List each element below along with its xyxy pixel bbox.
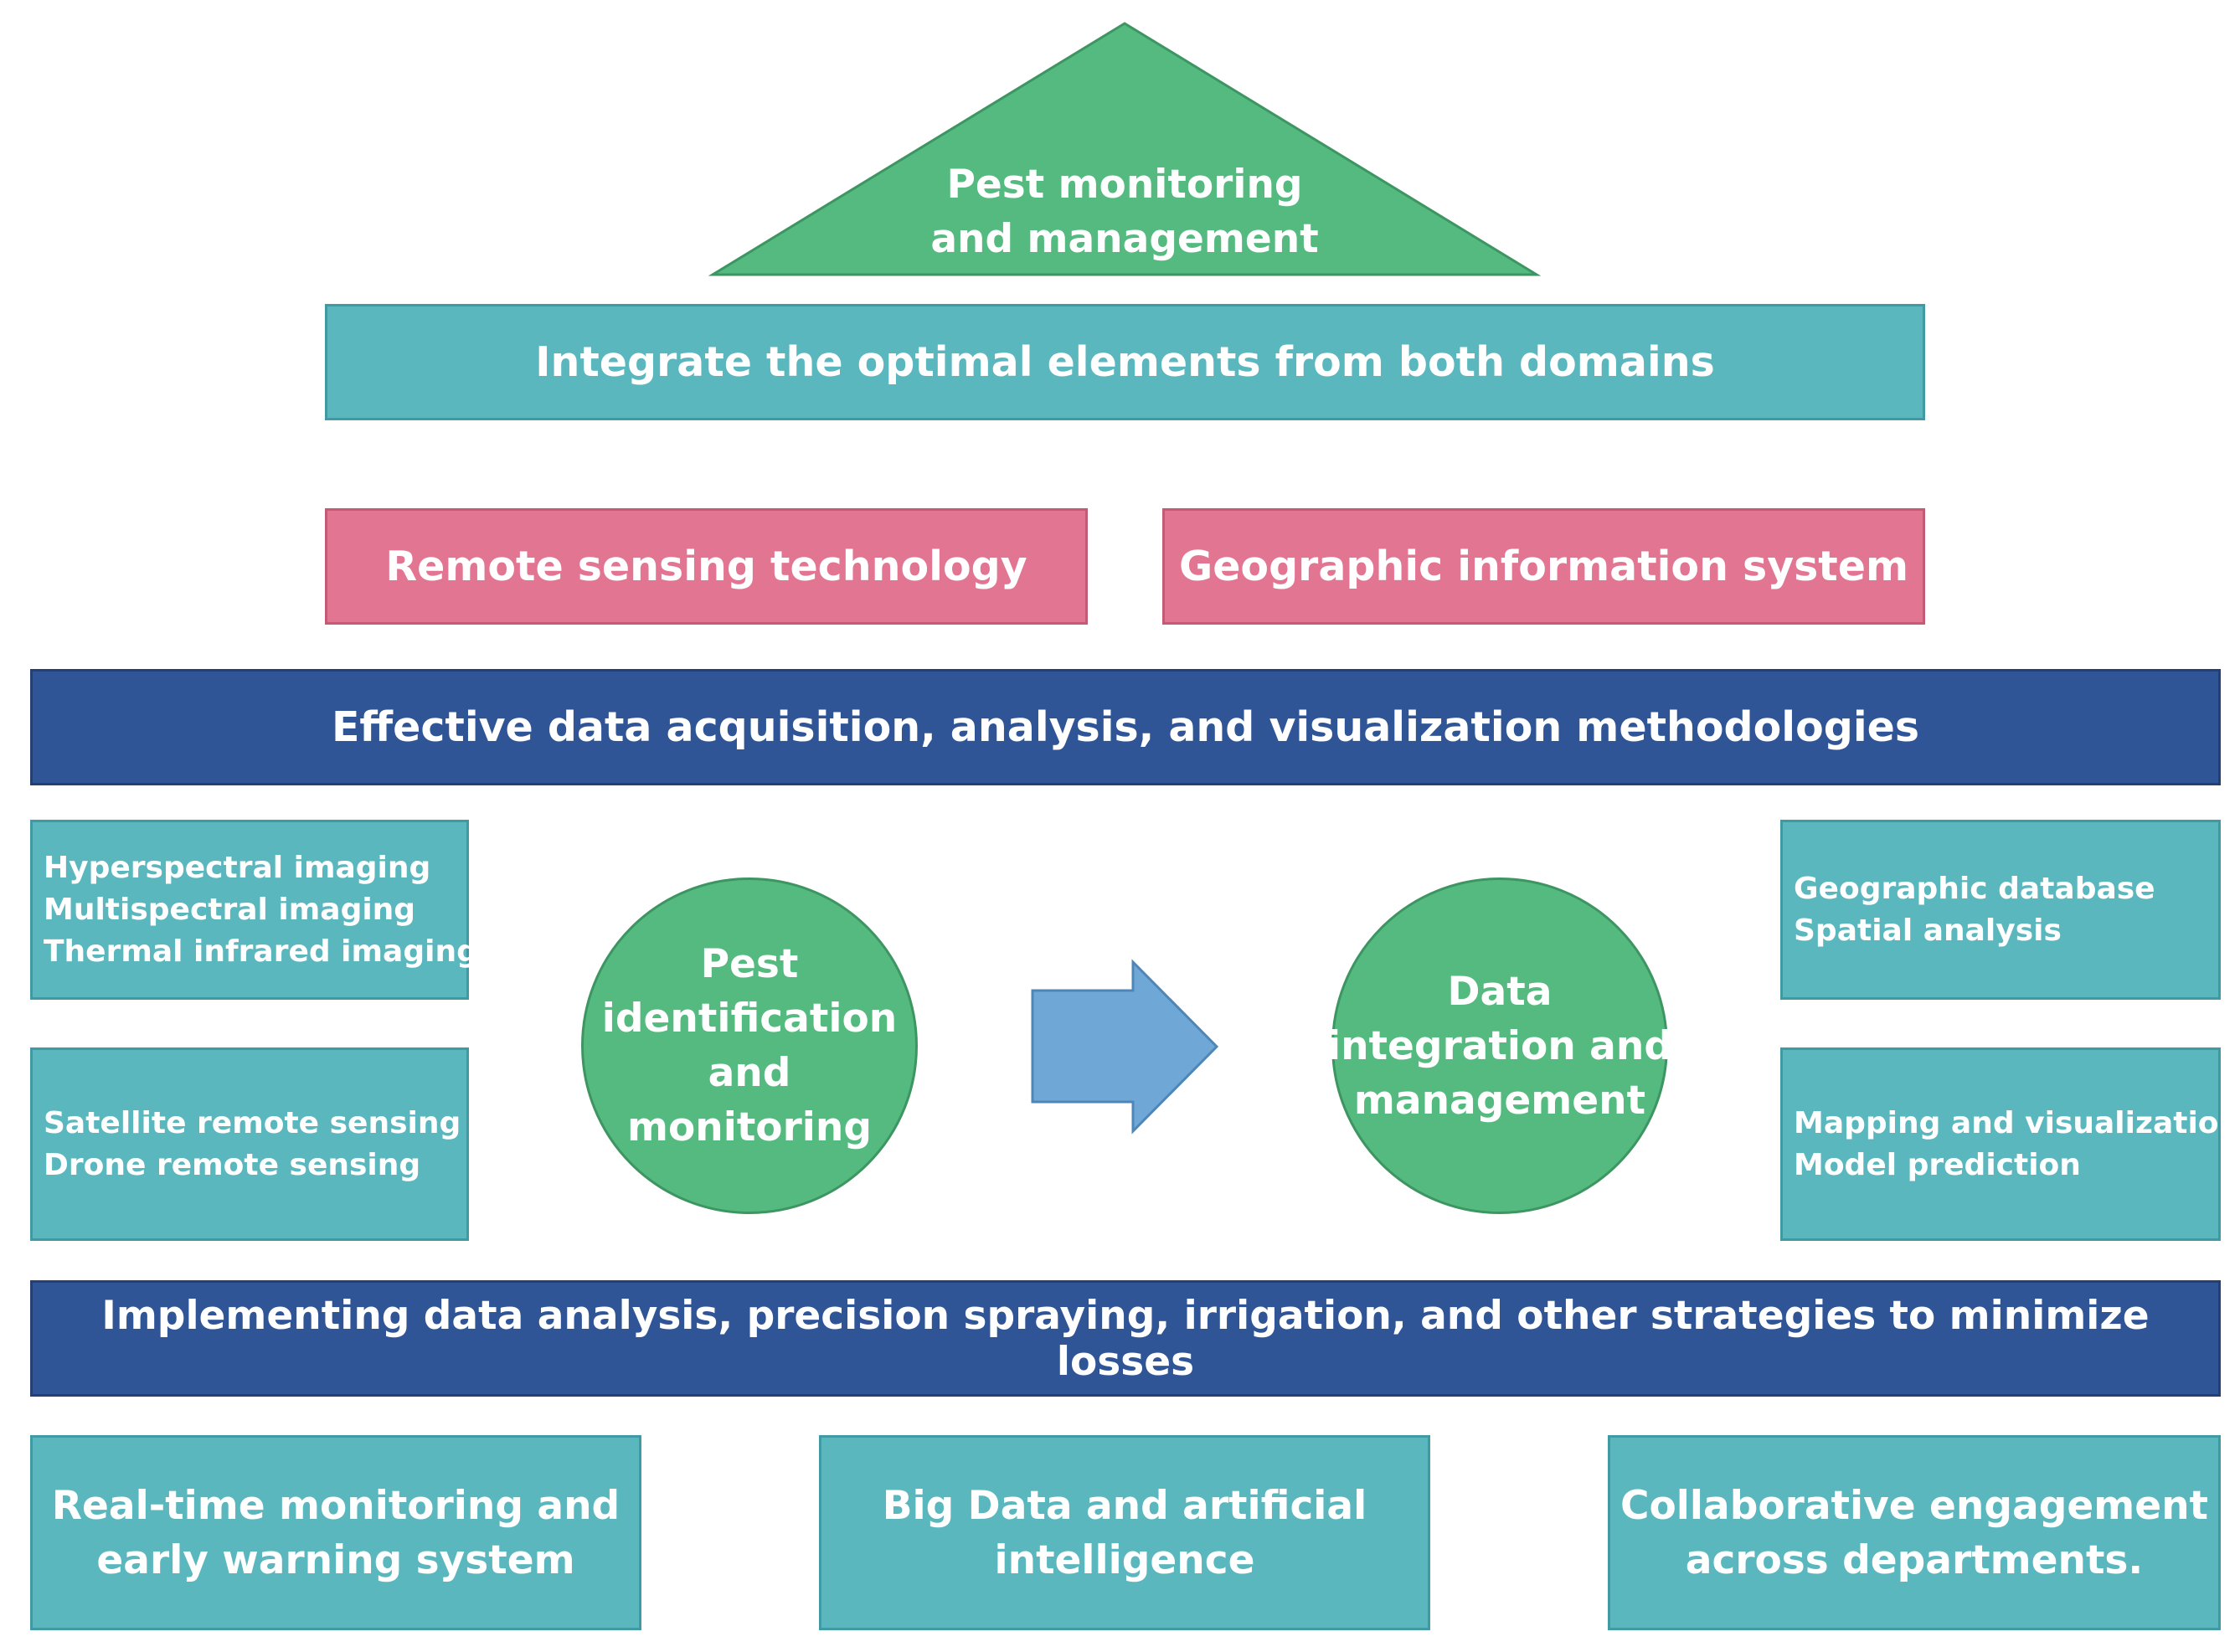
data-integration-circle: Data integration and management bbox=[1327, 877, 1672, 1214]
imaging-box: Hyperspectral imaging Multispectral imag… bbox=[30, 820, 478, 1000]
methods-bar-label: Effective data acquisition, analysis, an… bbox=[331, 703, 1920, 751]
integrate-bar: Integrate the optimal elements from both… bbox=[325, 304, 1925, 420]
mapping-item: Model prediction bbox=[1794, 1147, 2081, 1182]
pest-circle-line: and bbox=[708, 1050, 791, 1096]
realtime-box: Real-time monitoring and early warning s… bbox=[30, 1435, 641, 1630]
pest-circle-line: monitoring bbox=[627, 1104, 872, 1150]
database-item: Geographic database bbox=[1794, 871, 2155, 906]
gis-box: Geographic information system bbox=[1162, 508, 1925, 625]
database-item: Spatial analysis bbox=[1794, 913, 2062, 948]
data-circle-line: management bbox=[1353, 1077, 1646, 1124]
methods-bar: Effective data acquisition, analysis, an… bbox=[30, 669, 2221, 785]
mapping-box: Mapping and visualization Model predicti… bbox=[1780, 1047, 2240, 1241]
imaging-item: Multispectral imaging bbox=[44, 892, 416, 927]
bigdata-line: intelligence bbox=[994, 1536, 1255, 1583]
platform-item: Satellite remote sensing bbox=[44, 1105, 461, 1140]
collaboration-line: Collaborative engagement bbox=[1620, 1482, 2208, 1529]
roof-label-line-1: Pest monitoring bbox=[946, 161, 1303, 208]
remote-sensing-box: Remote sensing technology bbox=[325, 508, 1088, 625]
integrate-bar-label: Integrate the optimal elements from both… bbox=[535, 338, 1715, 386]
bigdata-line: Big Data and artificial bbox=[882, 1482, 1367, 1529]
pest-identification-circle: Pest identification and monitoring bbox=[581, 877, 918, 1214]
roof-label-line-2: and management bbox=[930, 215, 1319, 262]
remote-sensing-label: Remote sensing technology bbox=[385, 543, 1027, 590]
right-arrow-icon bbox=[1031, 959, 1219, 1135]
platform-item: Drone remote sensing bbox=[44, 1147, 421, 1182]
database-box: Geographic database Spatial analysis bbox=[1780, 820, 2221, 1000]
pest-circle-line: Pest bbox=[700, 941, 799, 987]
mapping-item: Mapping and visualization bbox=[1794, 1105, 2240, 1140]
strategy-bar: Implementing data analysis, precision sp… bbox=[30, 1280, 2221, 1397]
platforms-box: Satellite remote sensing Drone remote se… bbox=[30, 1047, 469, 1241]
gis-label: Geographic information system bbox=[1178, 543, 1909, 590]
strategy-bar-label: Implementing data analysis, precision sp… bbox=[101, 1292, 2150, 1385]
imaging-item: Thermal infrared imaging bbox=[44, 934, 478, 969]
realtime-line: Real-time monitoring and bbox=[51, 1482, 621, 1529]
imaging-item: Hyperspectral imaging bbox=[44, 850, 431, 885]
data-circle-line: integration and bbox=[1327, 1022, 1672, 1069]
roof-triangle bbox=[708, 22, 1542, 276]
pest-circle-line: identification bbox=[601, 996, 898, 1042]
bigdata-box: Big Data and artificial intelligence bbox=[819, 1435, 1430, 1630]
data-circle-line: Data bbox=[1447, 968, 1553, 1015]
collaboration-line: across departments. bbox=[1685, 1536, 2144, 1583]
roof-label: Pest monitoring and management bbox=[873, 151, 1376, 272]
realtime-line: early warning system bbox=[96, 1536, 575, 1583]
collaboration-box: Collaborative engagement across departme… bbox=[1608, 1435, 2221, 1630]
